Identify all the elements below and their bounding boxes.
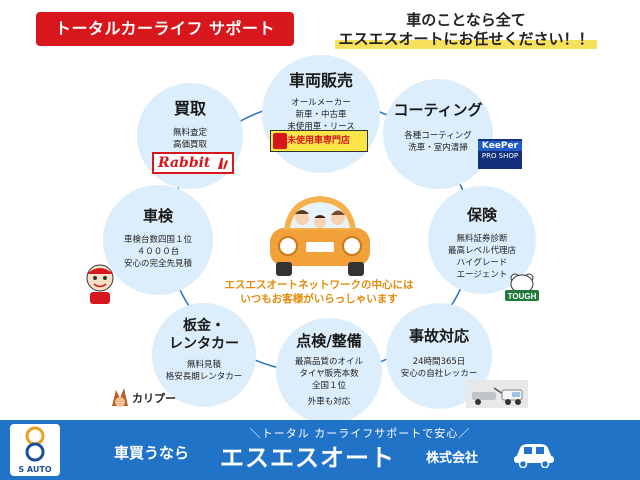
service-shaken-title: 車検 [142,207,173,225]
service-insurance-title: 保険 [466,206,497,224]
service-check-title: 点検/整備 [296,332,362,350]
service-buy-desc: 無料査定 高価買取 [172,128,207,150]
calypso-logo: カリプー [112,388,176,407]
service-buy-title: 買取 [173,99,206,118]
tagline-line2: エスエスオートにお任せください！！ [335,29,597,49]
keeper-logo: KeePer PRO SHOP [478,139,522,169]
tagline: 車のことなら全て エスエスオートにお任せください！！ [305,11,627,49]
service-accident-title: 事故対応 [408,327,469,345]
car-icon [514,444,554,468]
rabbit-ear-icon [218,158,228,169]
service-sheet-title: 板金・ レンタカー [169,318,239,352]
family-car-illustration [270,196,370,276]
service-sales-title: 車両販売 [288,71,353,90]
unused-car-badge-icon [273,133,287,149]
tow-truck-icon [466,380,528,408]
footer-banner: S AUTO ＼トータル カーライフサポートで安心／ 車買うなら エスエスオート… [0,420,640,480]
service-sheet-desc: 無料見積 格安長期レンタカー [165,360,243,382]
service-check-desc: 最高品質のオイル タイヤ販売本数 全国１位 [294,357,363,391]
footer-lead: 車買うなら [114,444,190,462]
service-accident-desc: 24時間365日 安心の自社レッカー [400,357,478,379]
rabbit-logo: Rabbit [152,152,234,174]
service-coating[interactable]: コーティング 各種コーティング 洗車・室内清掃 [383,79,493,189]
tough-logo-text: TOUGH [508,292,537,301]
ss-auto-logo: S AUTO [10,424,60,476]
mascot-icon [86,264,114,304]
tagline-line1: 車のことなら全て [406,11,526,29]
service-sales[interactable]: 車両販売 オールメーカー 新車・中古車 未使用車・リース [262,55,380,173]
service-shaken-desc: 車検台数四国１位 ４０００台 安心の完全先見積 [123,235,192,269]
service-shaken[interactable]: 車検 車検台数四国１位 ４０００台 安心の完全先見積 [103,185,213,295]
service-sales-desc: オールメーカー 新車・中古車 未使用車・リース [287,98,355,132]
company-type: 株式会社 [426,451,479,466]
unused-car-logo: 未使用車専門店 [270,130,368,152]
center-message: エスエスオートネットワークの中心には いつもお客様がいらっしゃいます [224,279,414,305]
service-coating-title: コーティング [393,101,483,119]
service-sheet-metal[interactable]: 板金・ レンタカー 無料見積 格安長期レンタカー [152,303,256,407]
tough-bear-logo: TOUGH [505,273,539,301]
header-badge: トータルカーライフ サポート [36,12,294,46]
service-check-extra: 外車も対応 [307,397,351,407]
service-coating-desc: 各種コーティング 洗車・室内清掃 [404,131,472,153]
footer-subtitle: ＼トータル カーライフサポートで安心／ [249,427,471,440]
service-insurance-desc: 無料証券診断 最高レベル代理店 ハイグレード エージェント [447,234,516,280]
service-check[interactable]: 点検/整備 最高品質のオイル タイヤ販売本数 全国１位 外車も対応 [276,318,382,424]
company-name: エスエスオート [220,444,395,472]
calypso-logo-text: カリプー [132,391,176,405]
ss-auto-emblem-icon [25,426,45,462]
